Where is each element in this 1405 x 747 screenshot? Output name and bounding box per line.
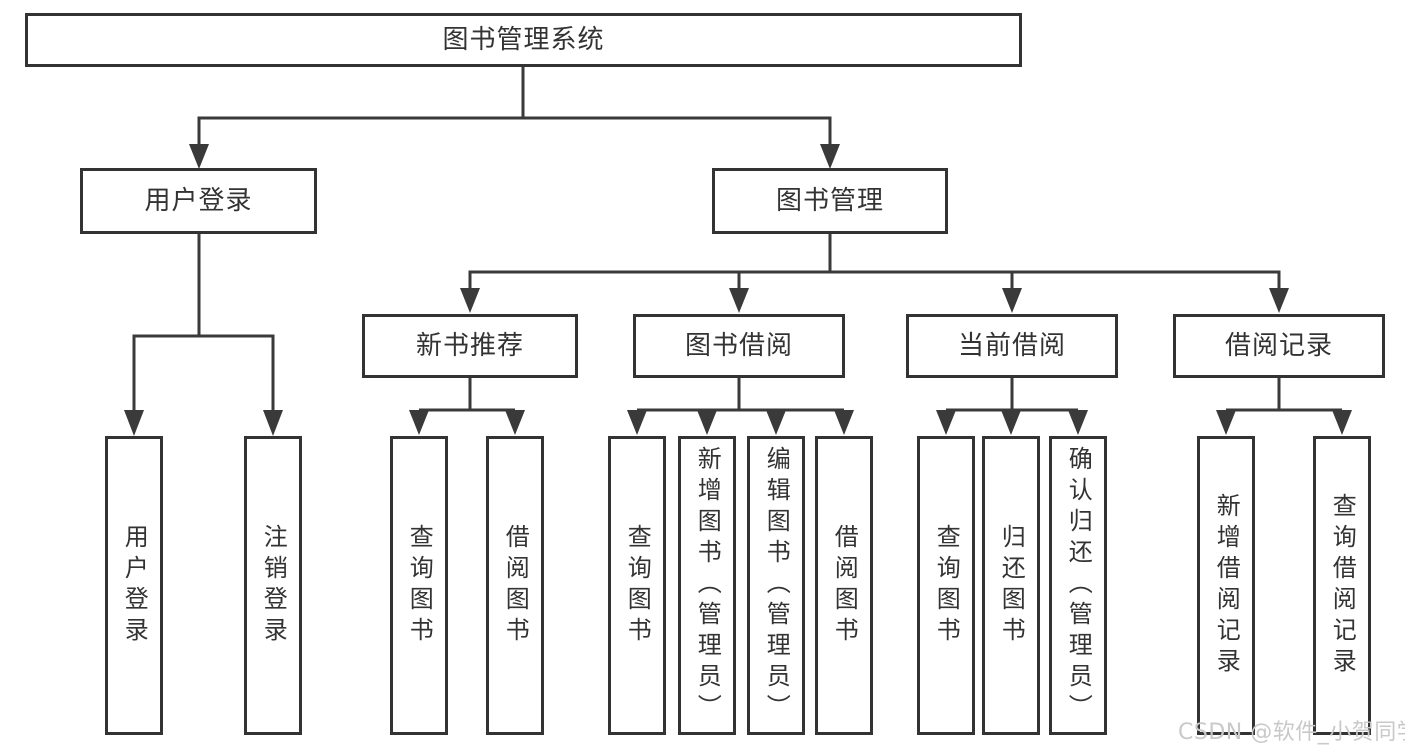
leaf-bb-query-books-label: 查询图书 [623, 523, 652, 648]
leaf-bb-add-books-admin-label: 新增图书（管理员） [693, 446, 722, 725]
leaf-cb-query-books-label: 查询图书 [932, 523, 961, 648]
leaf-br-add-record: 新增借阅记录 [1197, 436, 1255, 735]
leaf-user-login-label: 用户登录 [120, 523, 149, 648]
leaf-br-query-record-label: 查询借阅记录 [1328, 492, 1357, 679]
leaf-bb-add-books-admin: 新增图书（管理员） [678, 436, 736, 735]
node-new-book-recommend: 新书推荐 [362, 314, 578, 378]
leaf-nbr-query-books-label: 查询图书 [405, 523, 434, 648]
leaf-bb-edit-books-admin: 编辑图书（管理员） [747, 436, 805, 735]
leaf-cb-return-books: 归还图书 [982, 436, 1040, 735]
node-new-book-recommend-label: 新书推荐 [415, 331, 524, 361]
node-user-login-label: 用户登录 [144, 186, 253, 216]
leaf-nbr-query-books: 查询图书 [390, 436, 448, 735]
leaf-cb-confirm-return-admin-label: 确认归还（管理员） [1064, 446, 1093, 725]
csdn-watermark: CSDN @软件_小贺同学 [1178, 720, 1405, 745]
leaf-nbr-borrow-books: 借阅图书 [486, 436, 544, 735]
leaf-cb-query-books: 查询图书 [917, 436, 975, 735]
node-book-management-label: 图书管理 [775, 186, 884, 216]
leaf-logout: 注销登录 [244, 436, 302, 735]
node-book-borrowing: 图书借阅 [633, 314, 845, 378]
leaf-logout-label: 注销登录 [259, 523, 288, 648]
leaf-bb-edit-books-admin-label: 编辑图书（管理员） [762, 446, 791, 725]
leaf-br-add-record-label: 新增借阅记录 [1212, 492, 1241, 679]
node-borrowing-records-label: 借阅记录 [1224, 331, 1333, 361]
leaf-bb-borrow-books-label: 借阅图书 [830, 523, 859, 648]
node-current-borrowing-label: 当前借阅 [957, 331, 1066, 361]
leaf-bb-query-books: 查询图书 [608, 436, 666, 735]
leaf-user-login: 用户登录 [105, 436, 163, 735]
node-book-management: 图书管理 [712, 168, 948, 234]
leaf-cb-confirm-return-admin: 确认归还（管理员） [1049, 436, 1107, 735]
leaf-br-query-record: 查询借阅记录 [1313, 436, 1371, 735]
leaf-cb-return-books-label: 归还图书 [997, 523, 1026, 648]
node-user-login: 用户登录 [80, 168, 317, 234]
node-borrowing-records: 借阅记录 [1173, 314, 1385, 378]
node-book-borrowing-label: 图书借阅 [684, 331, 793, 361]
node-root-label: 图书管理系统 [442, 25, 605, 55]
leaf-nbr-borrow-books-label: 借阅图书 [501, 523, 530, 648]
node-current-borrowing: 当前借阅 [906, 314, 1118, 378]
node-root-library-system: 图书管理系统 [25, 13, 1022, 67]
leaf-bb-borrow-books: 借阅图书 [815, 436, 873, 735]
